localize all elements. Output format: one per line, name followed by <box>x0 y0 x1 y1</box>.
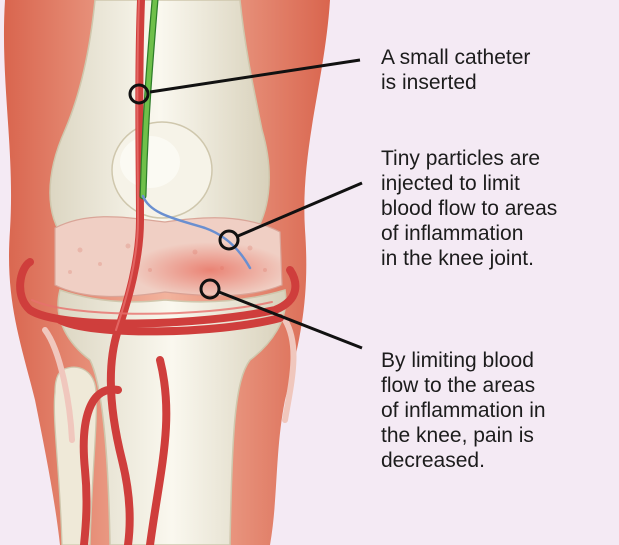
callout-catheter: A small catheter is inserted <box>381 45 530 95</box>
callout-line: blood flow to areas <box>381 196 557 221</box>
callout-line: Tiny particles are <box>381 146 557 171</box>
callout-outcome: By limiting blood flow to the areas of i… <box>381 348 546 473</box>
callout-line: decreased. <box>381 448 546 473</box>
callout-line: the knee, pain is <box>381 423 546 448</box>
callout-line: flow to the areas <box>381 373 546 398</box>
inflammation-area <box>130 242 290 298</box>
fibula-bone <box>54 367 96 545</box>
callout-line: of inflammation <box>381 221 557 246</box>
callout-line: is inserted <box>381 70 530 95</box>
callout-line: in the knee joint. <box>381 246 557 271</box>
callout-line: By limiting blood <box>381 348 546 373</box>
callout-particles: Tiny particles are injected to limit blo… <box>381 146 557 271</box>
callout-line: of inflammation in <box>381 398 546 423</box>
callout-line: injected to limit <box>381 171 557 196</box>
callout-line: A small catheter <box>381 45 530 70</box>
